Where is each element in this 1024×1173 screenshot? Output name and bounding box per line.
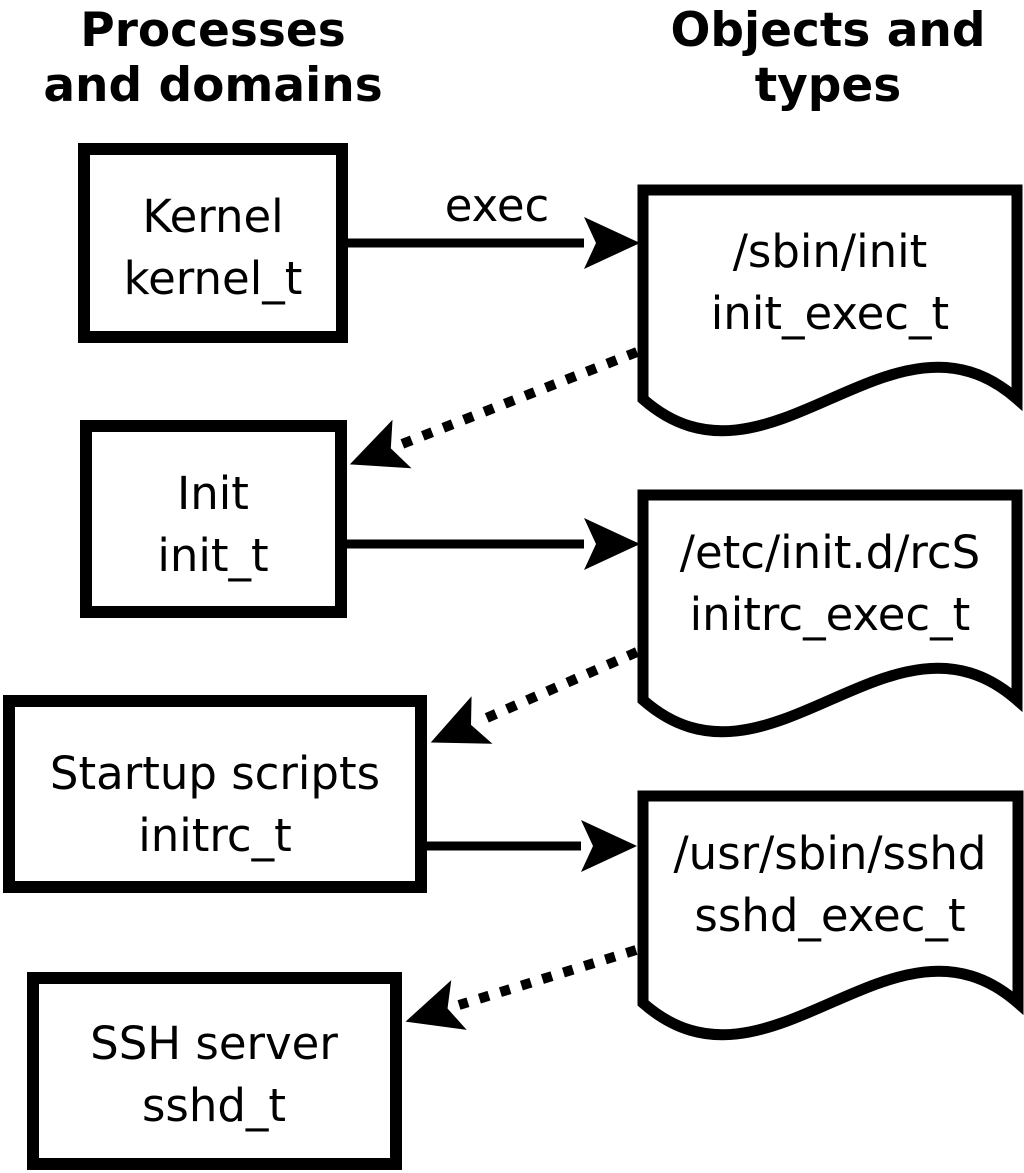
process-node-kernel: Kernel kernel_t bbox=[78, 143, 348, 343]
left-column-header-line2: and domains bbox=[43, 58, 382, 113]
object-type-etc-initd-rcS: initrc_exec_t bbox=[690, 588, 971, 641]
process-node-ssh-server: SSH server sshd_t bbox=[27, 972, 402, 1170]
process-box-init bbox=[80, 420, 347, 618]
edge-sshd-exec-to-sshd-transition bbox=[405, 945, 638, 1030]
process-name-startup-scripts: Startup scripts bbox=[50, 747, 380, 800]
process-type-init: init_t bbox=[157, 529, 268, 582]
process-name-ssh-server: SSH server bbox=[90, 1017, 338, 1070]
process-box-ssh-server bbox=[27, 972, 402, 1170]
edge-init-exec-to-init-transition bbox=[349, 347, 639, 469]
edges: exec bbox=[347, 179, 640, 1030]
object-type-usr-sbin-sshd: sshd_exec_t bbox=[694, 889, 965, 942]
right-column-header-line2: types bbox=[755, 58, 902, 113]
edge-initrc-exec-to-initrc-transition bbox=[430, 647, 640, 744]
process-name-kernel: Kernel bbox=[142, 190, 283, 243]
process-name-init: Init bbox=[177, 467, 249, 520]
process-node-startup-scripts: Startup scripts initrc_t bbox=[3, 695, 427, 893]
object-path-sbin-init: /sbin/init bbox=[733, 225, 928, 278]
object-path-usr-sbin-sshd: /usr/sbin/sshd bbox=[674, 827, 987, 880]
process-box-kernel bbox=[78, 143, 348, 343]
object-node-etc-initd-rcS: /etc/init.d/rcS initrc_exec_t bbox=[637, 489, 1023, 738]
edge-label-exec: exec bbox=[445, 179, 550, 232]
object-node-sbin-init: /sbin/init init_exec_t bbox=[637, 184, 1023, 437]
process-box-startup-scripts bbox=[3, 695, 427, 893]
process-node-init: Init init_t bbox=[80, 420, 347, 618]
right-column-header-line1: Objects and bbox=[670, 3, 985, 58]
process-type-kernel: kernel_t bbox=[124, 252, 303, 305]
document-shape-etc-initd-rcS bbox=[637, 489, 1023, 738]
object-node-usr-sbin-sshd: /usr/sbin/sshd sshd_exec_t bbox=[637, 790, 1024, 1041]
process-type-ssh-server: sshd_t bbox=[142, 1079, 286, 1132]
document-shape-usr-sbin-sshd bbox=[637, 790, 1024, 1041]
object-path-etc-initd-rcS: /etc/init.d/rcS bbox=[680, 526, 980, 579]
document-shape-sbin-init bbox=[637, 184, 1023, 437]
left-column-header-line1: Processes bbox=[80, 3, 345, 58]
process-type-startup-scripts: initrc_t bbox=[138, 809, 292, 862]
object-type-sbin-init: init_exec_t bbox=[711, 287, 949, 340]
